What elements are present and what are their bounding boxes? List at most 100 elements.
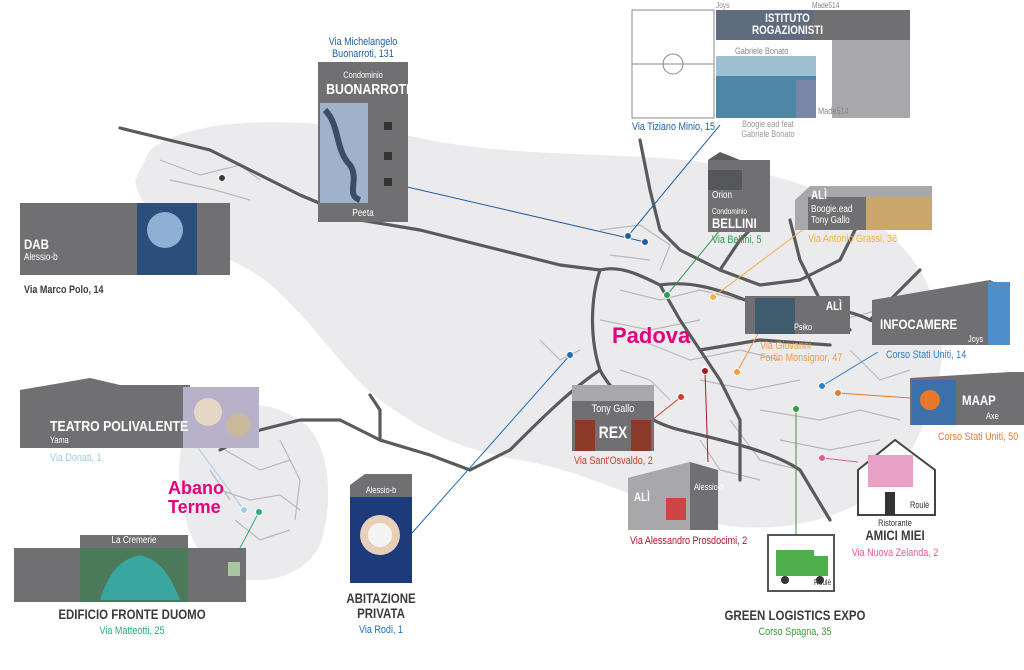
- amici-artist: Roulè: [910, 500, 930, 510]
- marker-teatro[interactable]: [240, 506, 248, 514]
- bellini-address: Via Bellini, 5: [712, 234, 762, 246]
- buonarroti-address-line2: Buonarroti, 131: [332, 48, 394, 60]
- ali-psiko-title: ALÌ: [826, 299, 842, 313]
- amici-subtitle: Ristorante: [878, 518, 912, 528]
- ali-psiko-address-line1: Via Giovanni: [760, 340, 811, 352]
- green-artist: Roulè: [814, 578, 832, 587]
- building-rex[interactable]: [572, 385, 654, 451]
- ali-grassi-artist: Boogie.ead Tony Gallo: [811, 204, 852, 226]
- istituto-title: ISTITUTO ROGAZIONISTI: [749, 12, 827, 36]
- building-abitazione[interactable]: [350, 474, 412, 583]
- building-teatro[interactable]: [20, 378, 259, 448]
- building-infocamere[interactable]: [872, 280, 1010, 345]
- connector-amici: [821, 457, 859, 463]
- dab-title: DAB: [24, 236, 49, 252]
- edificio-artist: La Cremerie: [111, 535, 157, 546]
- marker-amici[interactable]: [818, 454, 826, 462]
- marker-buonarroti[interactable]: [641, 238, 649, 246]
- buonarroti-artist: Peeta: [352, 208, 374, 219]
- istituto-artist-made514-bottom: Made514: [818, 106, 849, 116]
- rex-artist: Tony Gallo: [591, 403, 635, 415]
- bellini-title: BELLINI: [712, 215, 757, 231]
- marker-infocamere[interactable]: [818, 382, 826, 390]
- infocamere-title: INFOCAMERE: [880, 316, 958, 332]
- marker-bellini[interactable]: [663, 291, 671, 299]
- building-istituto[interactable]: [631, 9, 910, 119]
- ali-grassi-title: ALÌ: [811, 188, 827, 202]
- istituto-credit-line1: Boogie.ead feat: [742, 119, 794, 129]
- city-abano-line1: Abano: [168, 478, 224, 498]
- marker-abitazione[interactable]: [566, 351, 574, 359]
- abitazione-title: ABITAZIONE PRIVATA: [339, 591, 423, 621]
- building-dab[interactable]: [20, 203, 230, 275]
- infocamere-artist: Joys: [968, 334, 984, 344]
- bellini-artist: Orion: [712, 190, 733, 201]
- maap-artist: Axe: [986, 411, 999, 421]
- marker-dab[interactable]: [218, 174, 226, 182]
- building-green[interactable]: [767, 534, 835, 592]
- maap-title: MAAP: [962, 392, 996, 408]
- connector-ali-grassi: [712, 225, 809, 298]
- rex-address: Via Sant'Osvaldo, 2: [574, 455, 653, 467]
- building-amici[interactable]: [857, 438, 936, 516]
- building-buonarroti[interactable]: [318, 62, 408, 222]
- istituto-artist-bonato: Gabriele Bonato: [735, 46, 789, 56]
- green-title: GREEN LOGISTICS EXPO: [724, 607, 866, 623]
- abitazione-artist: Alessio-b: [365, 485, 397, 495]
- abitazione-title-line2: PRIVATA: [357, 605, 405, 621]
- infocamere-address: Corso Stati Uniti, 14: [886, 349, 967, 361]
- marker-ali-prosdocimi[interactable]: [701, 367, 709, 375]
- marker-istituto[interactable]: [624, 232, 632, 240]
- istituto-artist-made514-top: Made514: [812, 1, 840, 10]
- ali-grassi-artist-line2: Tony Gallo: [811, 215, 850, 226]
- istituto-credit-line2: Gabriele Bonato: [741, 129, 795, 139]
- dab-address: Via Marco Polo, 14: [24, 284, 104, 296]
- ali-psiko-artist: Psiko: [794, 322, 813, 332]
- marker-maap[interactable]: [834, 389, 842, 397]
- connector-ali-prosdocimi: [704, 370, 709, 463]
- ali-prosdocimi-artist: Alessio-b: [694, 482, 725, 492]
- marker-ali-grassi[interactable]: [709, 293, 717, 301]
- buonarroti-title: BUONARROTI: [326, 81, 410, 98]
- connector-bellini: [666, 229, 721, 296]
- building-ali-grassi[interactable]: [795, 186, 932, 230]
- istituto-credit: Boogie.ead feat Gabriele Bonato: [731, 119, 805, 139]
- connector-istituto: [627, 124, 721, 237]
- amici-title: AMICI MIEI: [865, 527, 925, 543]
- connector-buonarroti: [389, 182, 646, 243]
- area-abano: [179, 403, 329, 581]
- marker-rex[interactable]: [677, 393, 685, 401]
- building-ali-psiko[interactable]: [745, 296, 850, 334]
- green-address: Corso Spagna, 35: [758, 626, 832, 638]
- connector-teatro: [197, 447, 245, 511]
- amici-address: Via Nuova Zelanda, 2: [851, 547, 939, 559]
- ali-psiko-address-line2: Fortin Monsignor, 47: [760, 352, 843, 364]
- buonarroti-address: Via Michelangelo Buonarroti, 131: [326, 36, 400, 60]
- ali-grassi-address: Via Antonio Grassi, 38: [808, 233, 898, 245]
- ali-psiko-address: Via Giovanni Fortin Monsignor, 47: [760, 340, 842, 364]
- edificio-title: EDIFICIO FRONTE DUOMO: [58, 606, 206, 622]
- marker-ali-psiko[interactable]: [733, 368, 741, 376]
- building-maap[interactable]: [910, 372, 1024, 425]
- marker-edificio[interactable]: [255, 508, 263, 516]
- building-edificio[interactable]: [14, 535, 246, 602]
- ali-prosdocimi-address: Via Alessandro Prosdocimi, 2: [630, 535, 748, 547]
- city-abano-line2: Terme: [168, 497, 221, 517]
- teatro-artist: Yama: [50, 435, 69, 445]
- buonarroti-subtitle: Condominio: [343, 70, 383, 80]
- ali-prosdocimi-title: ALÌ: [634, 490, 650, 504]
- abitazione-title-line1: ABITAZIONE: [346, 590, 416, 606]
- marker-layer: [218, 174, 842, 516]
- istituto-title-line2: ROGAZIONISTI: [751, 23, 824, 37]
- buonarroti-address-line1: Via Michelangelo: [328, 36, 398, 48]
- ali-grassi-artist-line1: Boogie.ead: [811, 204, 853, 215]
- building-bellini[interactable]: [708, 152, 770, 232]
- connector-maap: [837, 392, 911, 399]
- building-ali-prosdocimi[interactable]: [628, 462, 718, 530]
- rex-title: REX: [598, 423, 628, 442]
- teatro-title: TEATRO POLIVALENTE: [50, 418, 189, 435]
- istituto-address: Via Tiziano Minio, 15: [632, 121, 716, 133]
- marker-green[interactable]: [792, 405, 800, 413]
